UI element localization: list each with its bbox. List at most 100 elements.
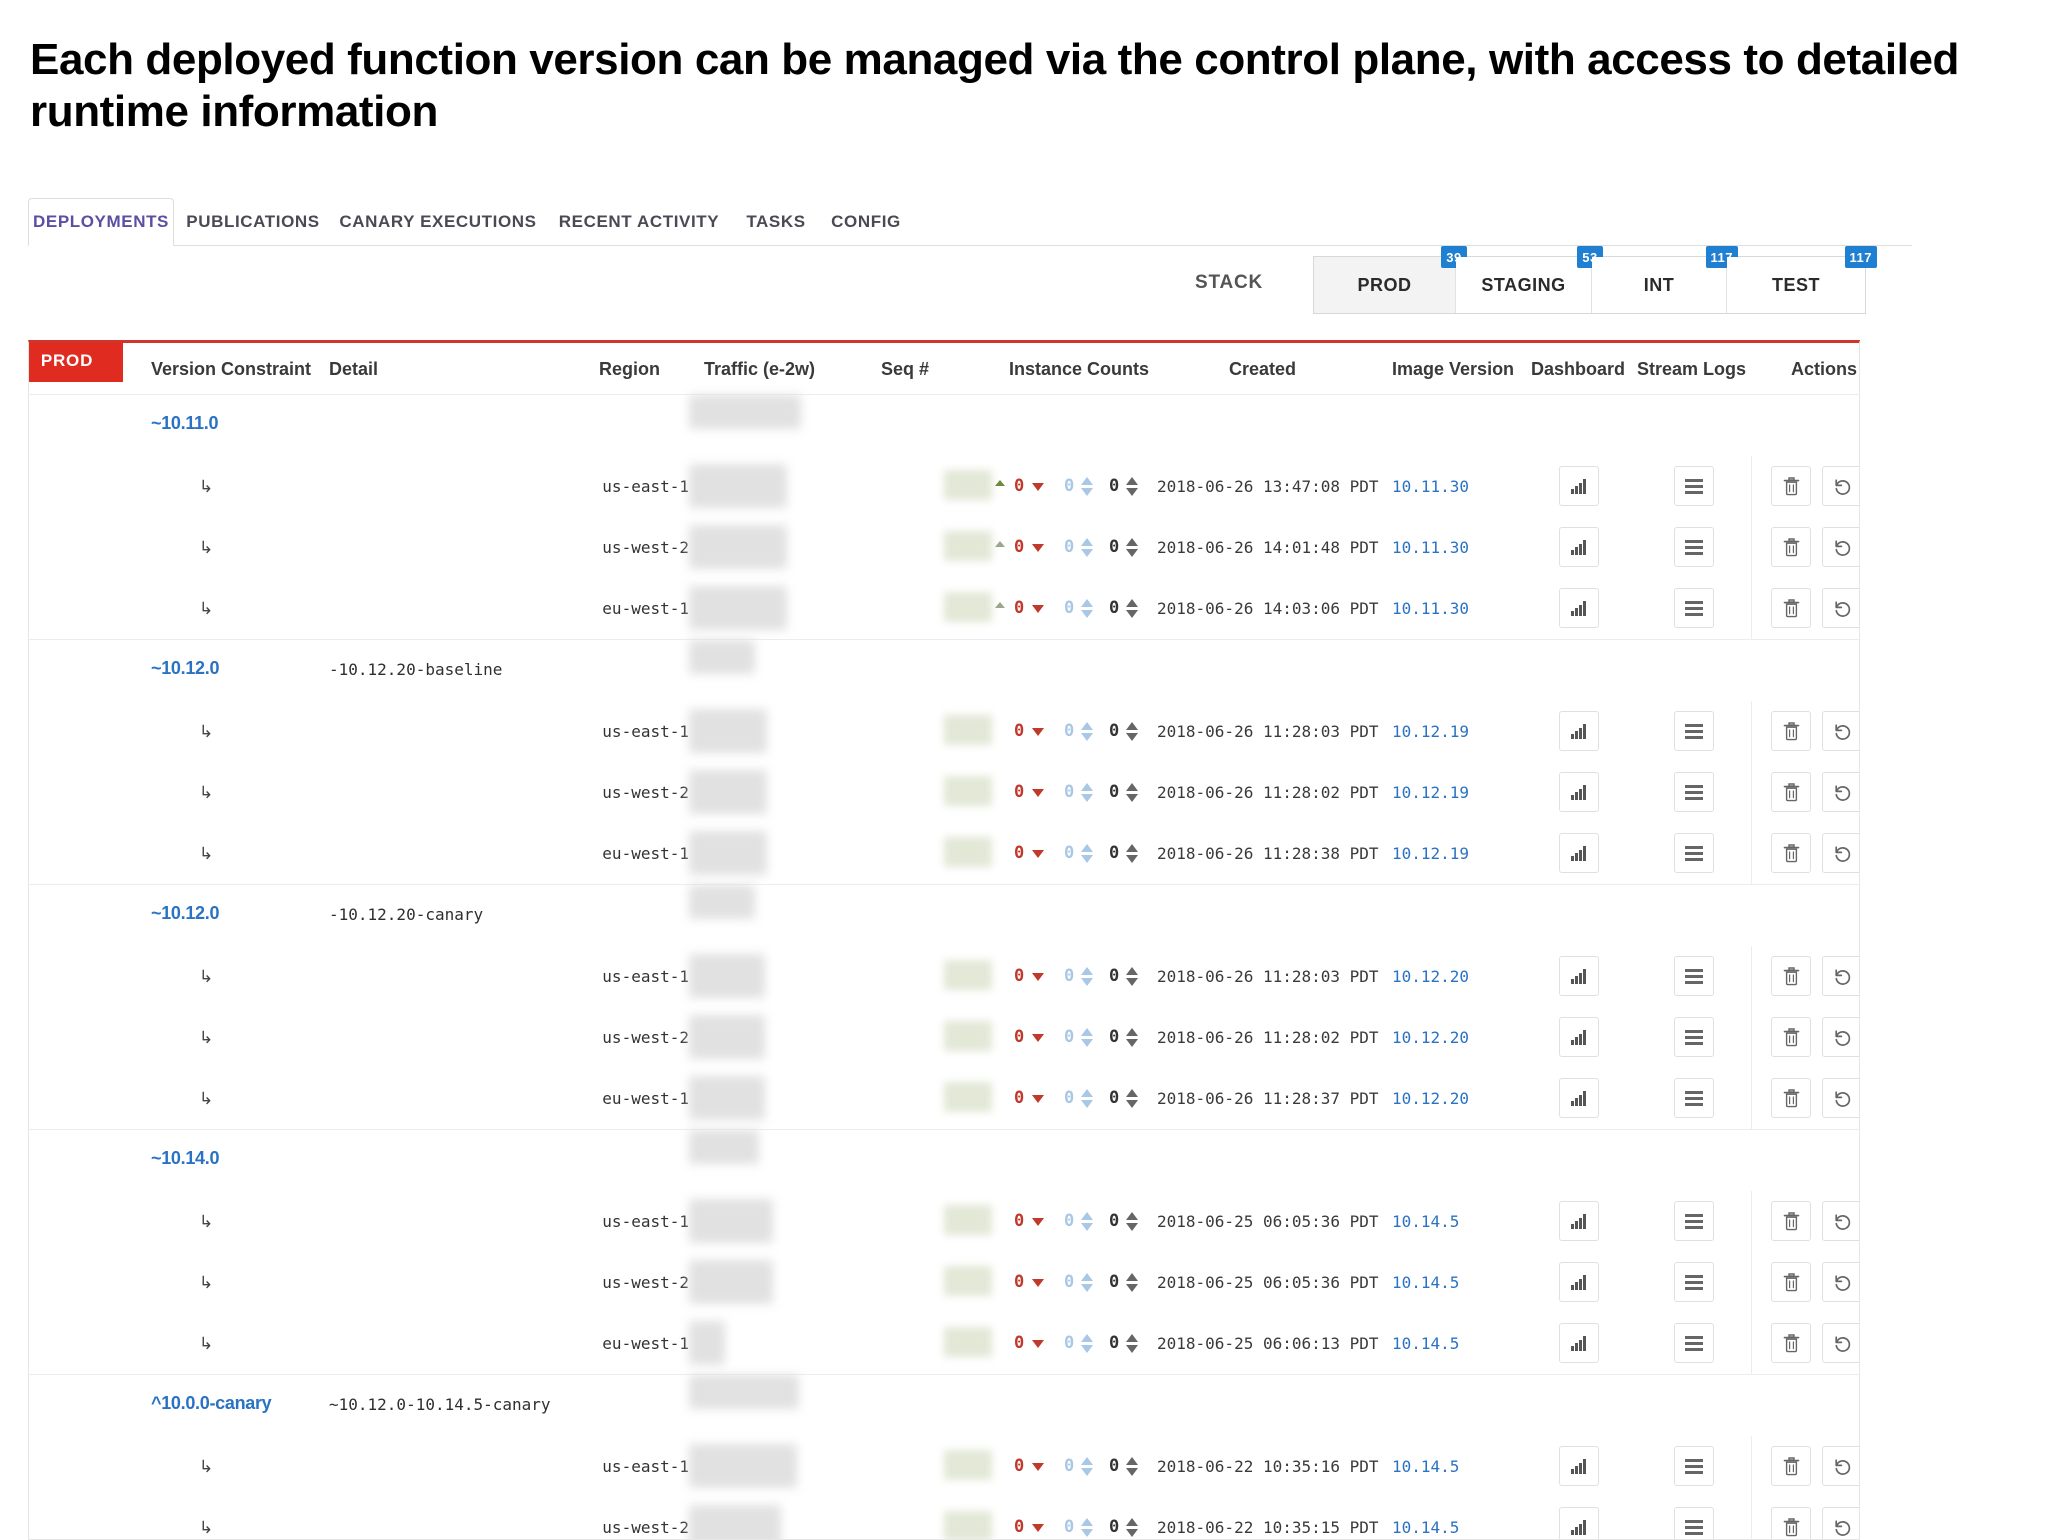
revert-button[interactable] bbox=[1822, 588, 1859, 628]
image-version-link[interactable]: 10.12.19 bbox=[1392, 783, 1470, 802]
stream-logs-button[interactable] bbox=[1674, 1262, 1714, 1302]
dashboard-button[interactable] bbox=[1559, 956, 1599, 996]
image-version-link[interactable]: 10.14.5 bbox=[1392, 1457, 1460, 1476]
caret-down-icon[interactable] bbox=[1032, 605, 1044, 613]
stepper-spinner-icon[interactable] bbox=[1126, 1210, 1138, 1232]
stepper-spinner-icon[interactable] bbox=[1081, 1271, 1093, 1293]
tab-deployments[interactable]: DEPLOYMENTS bbox=[28, 198, 174, 246]
dashboard-button[interactable] bbox=[1559, 466, 1599, 506]
delete-button[interactable] bbox=[1771, 527, 1811, 567]
revert-button[interactable] bbox=[1822, 1323, 1859, 1363]
stepper-spinner-icon[interactable] bbox=[1081, 1210, 1093, 1232]
caret-down-icon[interactable] bbox=[1032, 850, 1044, 858]
image-version-link[interactable]: 10.14.5 bbox=[1392, 1212, 1460, 1231]
stepper-spinner-icon[interactable] bbox=[1081, 597, 1093, 619]
stepper-spinner-icon[interactable] bbox=[1126, 1026, 1138, 1048]
delete-button[interactable] bbox=[1771, 1078, 1811, 1118]
revert-button[interactable] bbox=[1822, 1078, 1859, 1118]
caret-down-icon[interactable] bbox=[1032, 483, 1044, 491]
revert-button[interactable] bbox=[1822, 772, 1859, 812]
caret-down-icon[interactable] bbox=[1032, 789, 1044, 797]
stream-logs-button[interactable] bbox=[1674, 772, 1714, 812]
dashboard-button[interactable] bbox=[1559, 711, 1599, 751]
dashboard-button[interactable] bbox=[1559, 588, 1599, 628]
delete-button[interactable] bbox=[1771, 1201, 1811, 1241]
image-version-link[interactable]: 10.11.30 bbox=[1392, 599, 1470, 618]
revert-button[interactable] bbox=[1822, 1507, 1859, 1539]
delete-button[interactable] bbox=[1771, 1017, 1811, 1057]
stepper-spinner-icon[interactable] bbox=[1081, 475, 1093, 497]
caret-down-icon[interactable] bbox=[1032, 1279, 1044, 1287]
stepper-spinner-icon[interactable] bbox=[1126, 475, 1138, 497]
tab-publications[interactable]: PUBLICATIONS bbox=[186, 212, 320, 231]
delete-button[interactable] bbox=[1771, 1446, 1811, 1486]
stepper-spinner-icon[interactable] bbox=[1081, 720, 1093, 742]
revert-button[interactable] bbox=[1822, 527, 1859, 567]
revert-button[interactable] bbox=[1822, 1201, 1859, 1241]
revert-button[interactable] bbox=[1822, 1017, 1859, 1057]
stepper-spinner-icon[interactable] bbox=[1126, 842, 1138, 864]
delete-button[interactable] bbox=[1771, 588, 1811, 628]
stream-logs-button[interactable] bbox=[1674, 466, 1714, 506]
stepper-spinner-icon[interactable] bbox=[1081, 781, 1093, 803]
stream-logs-button[interactable] bbox=[1674, 1201, 1714, 1241]
stepper-spinner-icon[interactable] bbox=[1126, 1332, 1138, 1354]
image-version-link[interactable]: 10.12.20 bbox=[1392, 967, 1470, 986]
stream-logs-button[interactable] bbox=[1674, 1323, 1714, 1363]
stream-logs-button[interactable] bbox=[1674, 527, 1714, 567]
dashboard-button[interactable] bbox=[1559, 1446, 1599, 1486]
stepper-spinner-icon[interactable] bbox=[1081, 1455, 1093, 1477]
caret-down-icon[interactable] bbox=[1032, 1034, 1044, 1042]
dashboard-button[interactable] bbox=[1559, 1323, 1599, 1363]
stepper-spinner-icon[interactable] bbox=[1126, 965, 1138, 987]
delete-button[interactable] bbox=[1771, 1262, 1811, 1302]
revert-button[interactable] bbox=[1822, 833, 1859, 873]
image-version-link[interactable]: 10.14.5 bbox=[1392, 1518, 1460, 1537]
dashboard-button[interactable] bbox=[1559, 1507, 1599, 1539]
stepper-spinner-icon[interactable] bbox=[1081, 1332, 1093, 1354]
stream-logs-button[interactable] bbox=[1674, 833, 1714, 873]
revert-button[interactable] bbox=[1822, 956, 1859, 996]
caret-down-icon[interactable] bbox=[1032, 544, 1044, 552]
image-version-link[interactable]: 10.11.30 bbox=[1392, 538, 1470, 557]
image-version-link[interactable]: 10.14.5 bbox=[1392, 1273, 1460, 1292]
delete-button[interactable] bbox=[1771, 711, 1811, 751]
caret-down-icon[interactable] bbox=[1032, 728, 1044, 736]
dashboard-button[interactable] bbox=[1559, 772, 1599, 812]
dashboard-button[interactable] bbox=[1559, 1078, 1599, 1118]
stream-logs-button[interactable] bbox=[1674, 1078, 1714, 1118]
stepper-spinner-icon[interactable] bbox=[1081, 1516, 1093, 1538]
dashboard-button[interactable] bbox=[1559, 1017, 1599, 1057]
stepper-spinner-icon[interactable] bbox=[1081, 842, 1093, 864]
dashboard-button[interactable] bbox=[1559, 1201, 1599, 1241]
stream-logs-button[interactable] bbox=[1674, 1507, 1714, 1539]
revert-button[interactable] bbox=[1822, 1446, 1859, 1486]
image-version-link[interactable]: 10.12.20 bbox=[1392, 1028, 1470, 1047]
caret-down-icon[interactable] bbox=[1032, 1095, 1044, 1103]
stream-logs-button[interactable] bbox=[1674, 588, 1714, 628]
tab-tasks[interactable]: TASKS bbox=[746, 212, 806, 231]
stepper-spinner-icon[interactable] bbox=[1081, 1026, 1093, 1048]
stepper-spinner-icon[interactable] bbox=[1126, 1455, 1138, 1477]
image-version-link[interactable]: 10.12.19 bbox=[1392, 722, 1470, 741]
stream-logs-button[interactable] bbox=[1674, 1017, 1714, 1057]
revert-button[interactable] bbox=[1822, 711, 1859, 751]
version-constraint-link[interactable]: ~10.12.0 bbox=[151, 658, 220, 678]
caret-down-icon[interactable] bbox=[1032, 1340, 1044, 1348]
stream-logs-button[interactable] bbox=[1674, 1446, 1714, 1486]
image-version-link[interactable]: 10.11.30 bbox=[1392, 477, 1470, 496]
stepper-spinner-icon[interactable] bbox=[1081, 536, 1093, 558]
caret-down-icon[interactable] bbox=[1032, 1524, 1044, 1532]
stream-logs-button[interactable] bbox=[1674, 711, 1714, 751]
stepper-spinner-icon[interactable] bbox=[1126, 536, 1138, 558]
tab-recent-activity[interactable]: RECENT ACTIVITY bbox=[558, 212, 720, 231]
delete-button[interactable] bbox=[1771, 772, 1811, 812]
delete-button[interactable] bbox=[1771, 956, 1811, 996]
delete-button[interactable] bbox=[1771, 1507, 1811, 1539]
stepper-spinner-icon[interactable] bbox=[1126, 1271, 1138, 1293]
caret-down-icon[interactable] bbox=[1032, 1218, 1044, 1226]
